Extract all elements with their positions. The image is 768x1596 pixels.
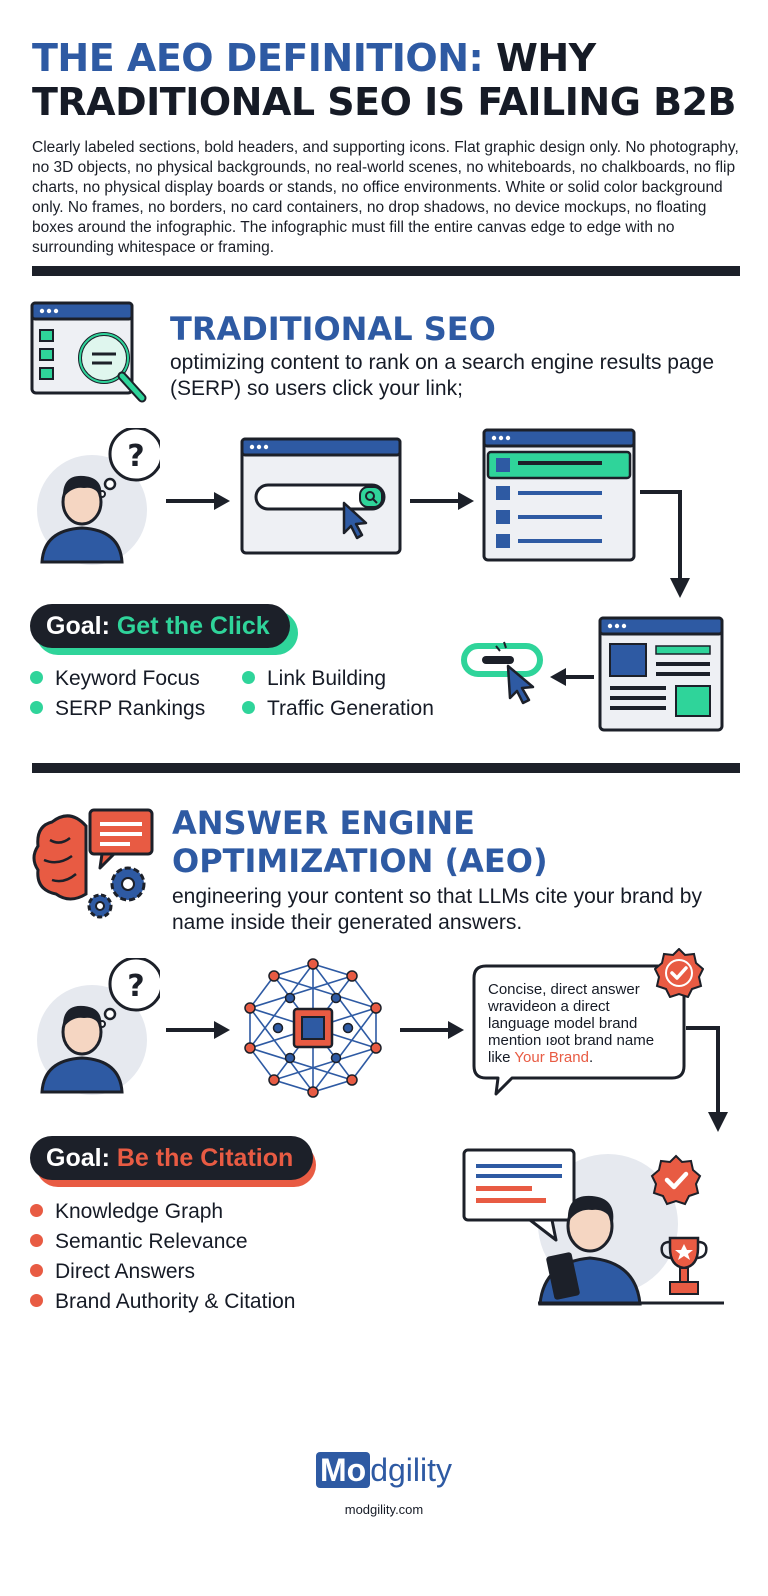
answer-brand: Your Brand — [514, 1049, 589, 1066]
aeo-description: engineering your content so that LLMs ci… — [172, 885, 702, 934]
aeo-bullet: Brand Authority & Citation — [30, 1287, 295, 1317]
aeo-bullet: Semantic Relevance — [30, 1227, 248, 1257]
answer-line: Concise, direct answer — [488, 981, 640, 998]
aeo-bullet: Knowledge Graph — [30, 1197, 223, 1227]
logo-wordmark: dgility — [370, 1452, 452, 1488]
arrow-left-icon — [550, 668, 594, 686]
answer-text: Concise, direct answer wravideon a direc… — [488, 981, 668, 1066]
seo-bullet-label: Keyword Focus — [55, 667, 200, 690]
arrow-right-icon — [166, 1021, 230, 1039]
aeo-bullet: Direct Answers — [30, 1257, 195, 1287]
aeo-goal-value: Be the Citation — [116, 1144, 294, 1172]
user-question-icon: ? — [37, 958, 160, 1095]
answer-line-brand: like Your Brand. — [488, 1049, 668, 1066]
brain-gears-icon — [32, 808, 154, 919]
aeo-bullet-label: Knowledge Graph — [55, 1200, 224, 1223]
brand-citation-scene — [462, 1148, 724, 1306]
seo-bullet: Traffic Generation — [242, 694, 434, 724]
arrow-right-icon — [166, 492, 230, 510]
aeo-heading-line-1: ANSWER ENGINE — [172, 804, 475, 842]
seo-bullet-label: Traffic Generation — [267, 697, 434, 720]
divider-middle — [32, 763, 740, 773]
answer-like: like — [488, 1049, 511, 1066]
link-click-icon — [461, 641, 543, 705]
llm-network-icon — [244, 958, 382, 1098]
seo-bullet-label: SERP Rankings — [55, 697, 206, 720]
aeo-goal-prefix: Goal: — [46, 1144, 110, 1172]
seo-bullet: SERP Rankings — [30, 694, 205, 724]
aeo-bullet-label: Direct Answers — [55, 1260, 196, 1283]
seo-goal-value: Get the Click — [116, 612, 270, 640]
aeo-goal-pill: Goal: Be the Citation — [30, 1136, 314, 1180]
landing-page-icon — [598, 616, 724, 732]
seo-bullet: Link Building — [242, 664, 386, 694]
seo-bullet: Keyword Focus — [30, 664, 200, 694]
title-highlight: THE AEO DEFINITION: — [32, 36, 484, 80]
seo-description: optimizing content to rank on a search e… — [170, 351, 715, 400]
seo-goal-prefix: Goal: — [46, 612, 110, 640]
arrow-down-icon — [640, 490, 690, 598]
seo-question-mark: ? — [127, 439, 144, 474]
answer-line: mention ıʚot brand name — [488, 1032, 655, 1049]
serp-results-icon — [482, 428, 636, 562]
arrow-down-icon — [686, 1026, 728, 1132]
aeo-heading-line-2: OPTIMIZATION (AEO) — [172, 842, 548, 880]
page-title: THE AEO DEFINITION: WHY TRADITIONAL SEO … — [32, 36, 752, 124]
logo-mark: Mo — [315, 1452, 371, 1488]
seo-goal-pill: Goal: Get the Click — [30, 604, 290, 648]
intro-text: Clearly labeled sections, bold headers, … — [32, 139, 739, 256]
seo-bullet-label: Link Building — [267, 667, 387, 690]
arrow-right-icon — [400, 1021, 464, 1039]
footer-url[interactable]: modgility.com — [344, 1502, 424, 1517]
aeo-bullet-label: Brand Authority & Citation — [55, 1290, 296, 1313]
check-badge-icon — [654, 948, 704, 998]
user-question-icon: ? — [37, 428, 160, 565]
answer-period: . — [588, 1049, 594, 1066]
search-browser-icon — [30, 301, 147, 403]
divider-top — [32, 266, 740, 276]
aeo-bullet-label: Semantic Relevance — [55, 1230, 248, 1253]
answer-line: wravideon a direct — [488, 998, 610, 1015]
search-bar-browser-icon — [240, 437, 402, 555]
title-part-1: WHY — [495, 36, 596, 80]
title-part-2: TRADITIONAL SEO IS FAILING B2B — [32, 80, 736, 124]
seo-heading: TRADITIONAL SEO — [170, 310, 496, 348]
answer-line: language model brand — [488, 1015, 638, 1032]
aeo-question-mark: ? — [127, 969, 144, 1004]
arrow-right-icon — [410, 492, 474, 510]
